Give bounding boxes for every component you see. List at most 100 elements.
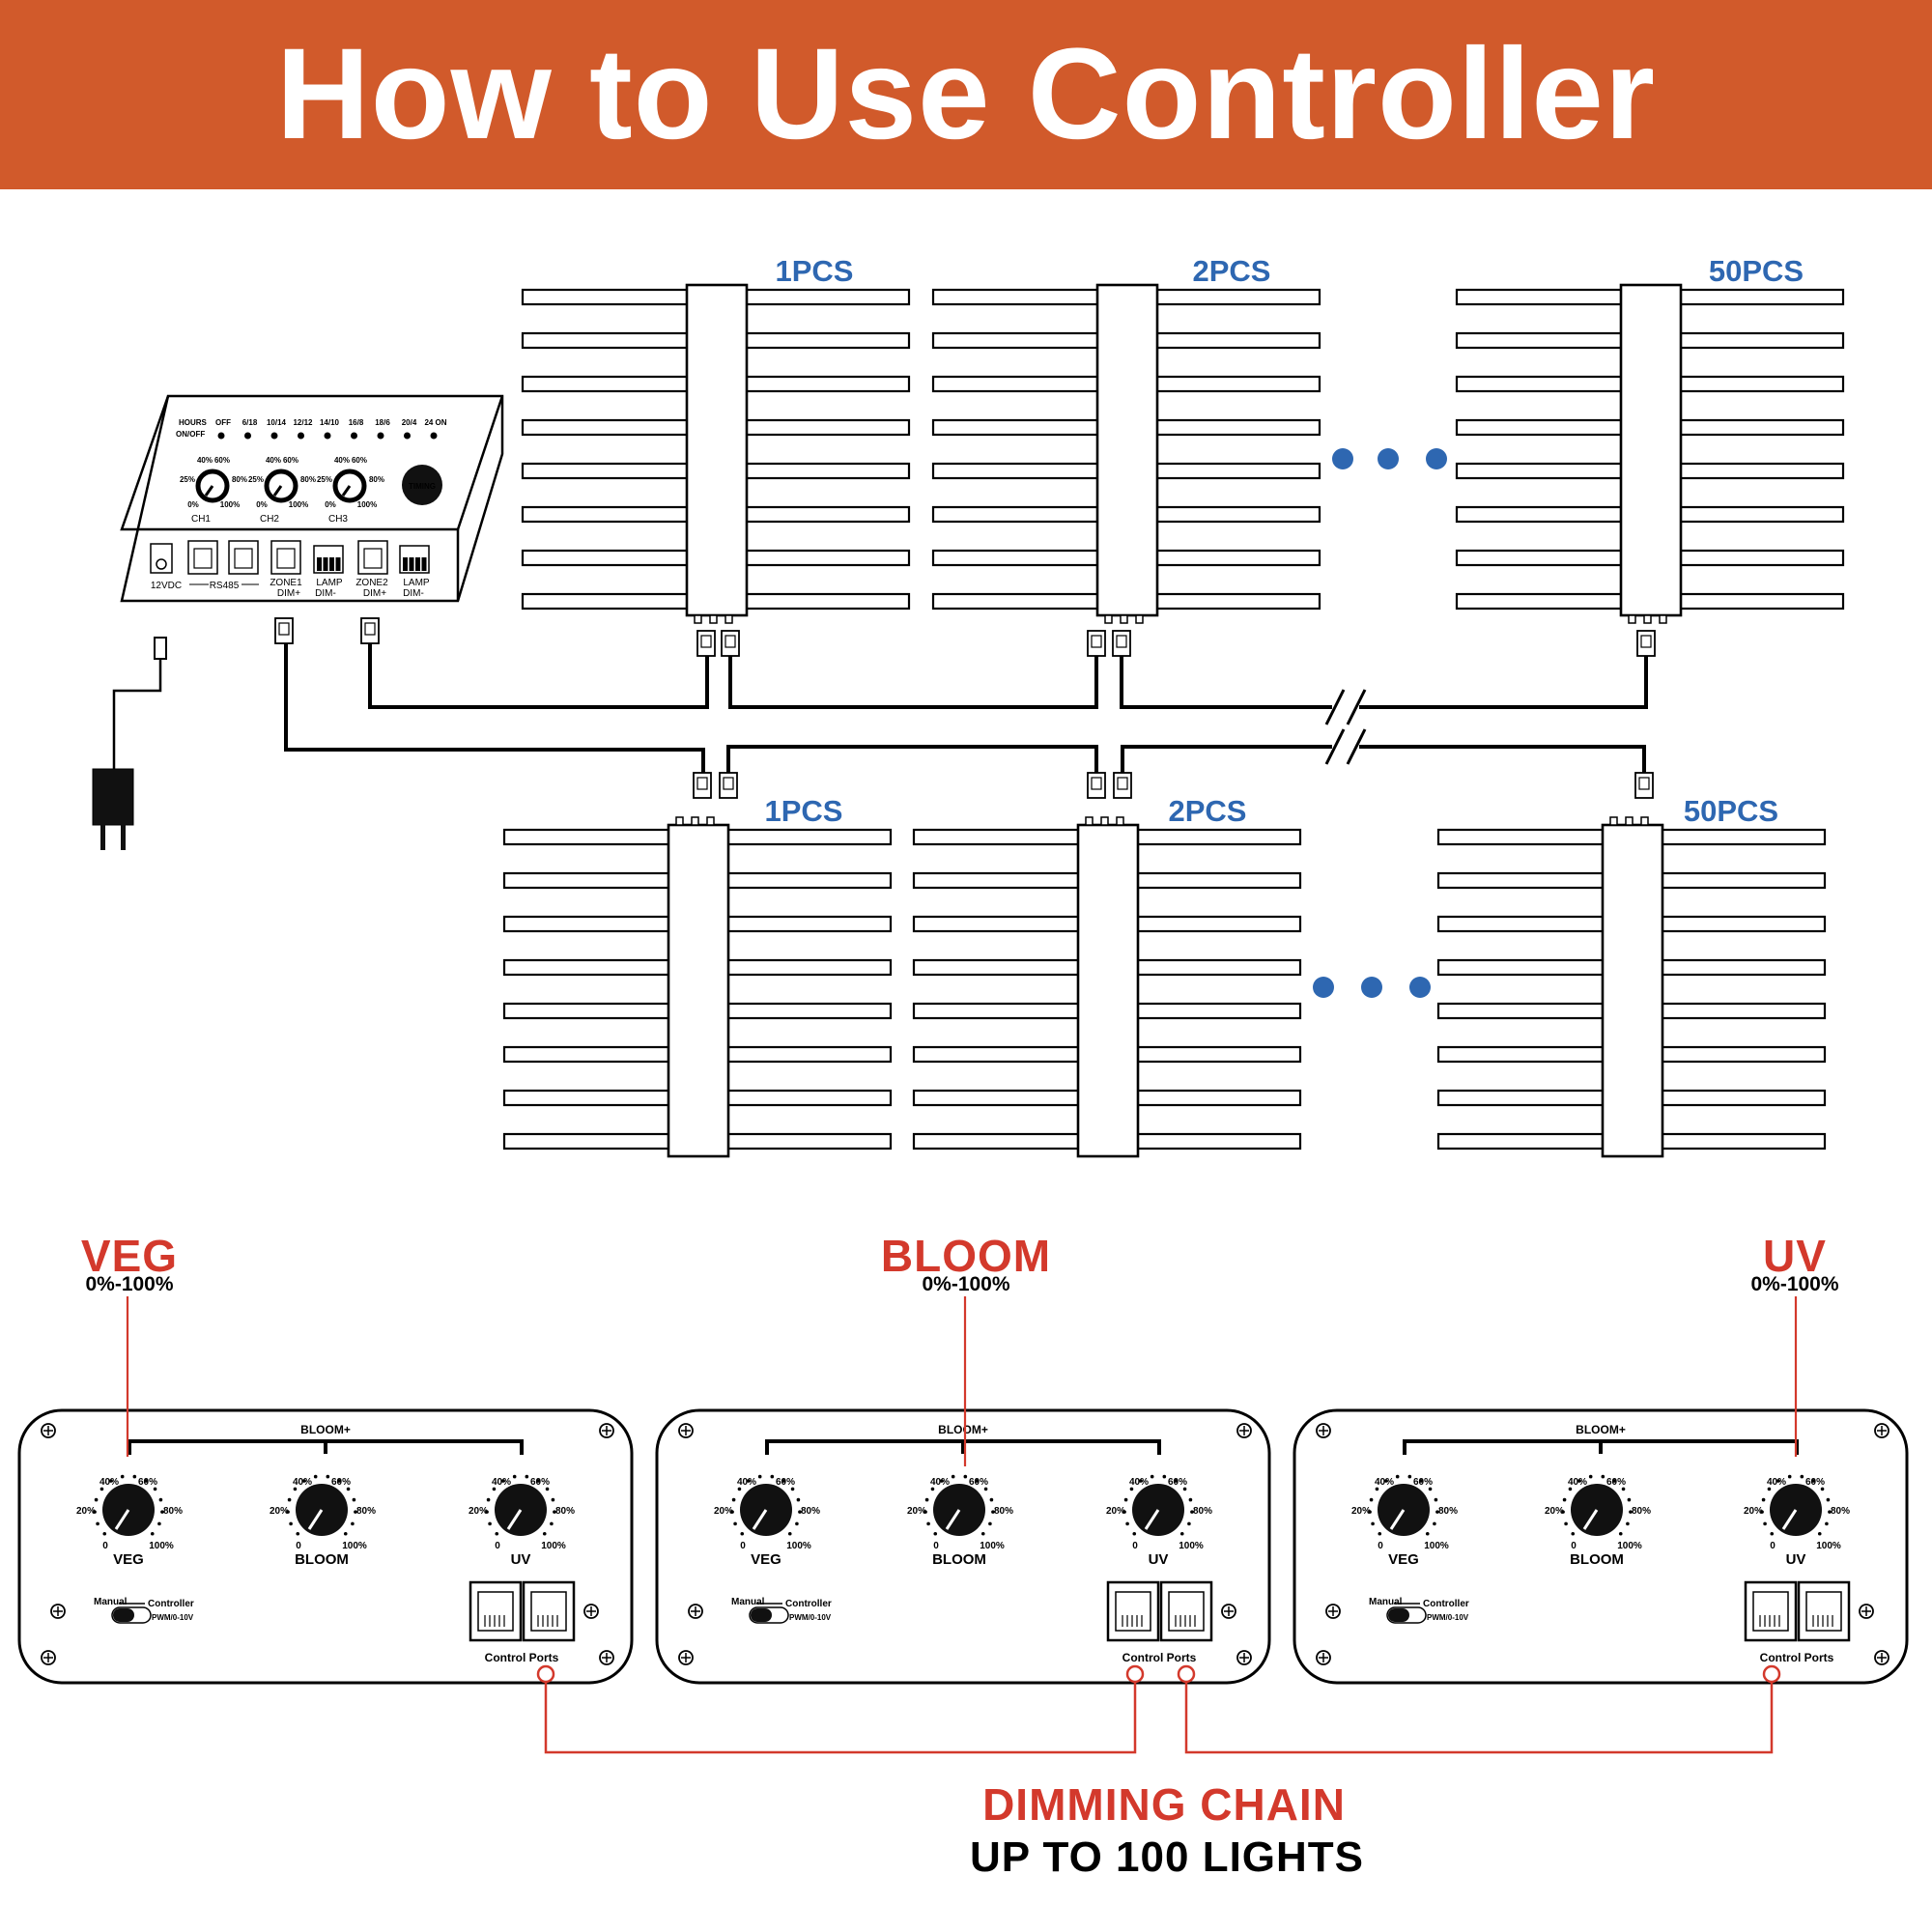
daisy-cable (728, 656, 1098, 709)
scale-dot (1434, 1497, 1438, 1502)
adapter-prong (121, 823, 126, 850)
plug-window (696, 777, 708, 790)
ellipsis-dot (1409, 977, 1431, 998)
terminal (1116, 816, 1124, 826)
light-bar (502, 1002, 673, 1020)
dial-pointer (204, 485, 214, 497)
light-bar (1151, 549, 1321, 567)
scale-dot (1787, 1474, 1792, 1479)
light-bar (502, 871, 673, 890)
knob-label: VEG (751, 1551, 781, 1568)
plug-body (696, 630, 716, 657)
scale-label: 0 (1132, 1541, 1138, 1551)
scale-dot (313, 1474, 318, 1479)
grow-light (912, 823, 1302, 1158)
scale-dot (1179, 1531, 1184, 1536)
knob-label: VEG (113, 1551, 144, 1568)
scale-dot (770, 1474, 775, 1479)
light-bar (1675, 375, 1845, 393)
schedule-label: 18/6 (375, 418, 390, 427)
plug-body (1634, 772, 1654, 799)
terminal (1643, 614, 1652, 624)
channel-range: 0%-100% (1750, 1273, 1838, 1295)
knob-pointer (1781, 1509, 1798, 1530)
scale-dot (1629, 1510, 1633, 1514)
scale-dot (980, 1531, 985, 1536)
schedule-led (298, 432, 304, 440)
channel-title: VEG (81, 1231, 178, 1281)
scale-dot (1561, 1510, 1565, 1514)
dial-mark: 40% (197, 456, 213, 465)
scale-label: 0 (1571, 1541, 1577, 1551)
scale-dot (1601, 1474, 1605, 1479)
rj-plug (1087, 772, 1106, 799)
light-bar (1132, 915, 1302, 933)
dial-mark: 80% (300, 475, 316, 484)
scale-dot (289, 1521, 293, 1526)
light-bar (723, 915, 893, 933)
scale-dot (1419, 1479, 1423, 1483)
scale-dot (991, 1510, 995, 1514)
dial-mark: 80% (232, 475, 247, 484)
light-bar (1132, 871, 1302, 890)
scale-label: 60% (969, 1477, 988, 1488)
scale-dot (486, 1497, 491, 1502)
scale-dot (1627, 1497, 1632, 1502)
scale-dot (287, 1497, 292, 1502)
scale-dot (1129, 1487, 1134, 1492)
scale-label: 80% (163, 1506, 183, 1517)
light-bar (1151, 592, 1321, 611)
knob-label: BLOOM (1570, 1551, 1624, 1568)
scale-dot (951, 1474, 955, 1479)
schedule-label: OFF (215, 418, 231, 427)
chain-node (536, 1664, 555, 1684)
scale-dot (924, 1497, 929, 1502)
terminal (1659, 614, 1667, 624)
dc-plug (154, 637, 167, 660)
plug-window (1091, 635, 1102, 648)
scale-dot (153, 1487, 157, 1492)
scale-dot (99, 1487, 104, 1492)
driver-body (1076, 823, 1140, 1158)
scale-label: 60% (1413, 1477, 1433, 1488)
dc-jack-hole (156, 558, 167, 570)
terminal-pin (415, 557, 420, 571)
scale-dot (733, 1521, 737, 1526)
page-title: How to Use Controller (275, 22, 1657, 166)
scale-label: 20% (469, 1506, 488, 1517)
scale-label: 40% (930, 1477, 950, 1488)
bracket-label: BLOOM+ (1576, 1423, 1626, 1436)
scale-dot (1571, 1531, 1576, 1536)
port-socket (1115, 1591, 1151, 1632)
manual-label: Manual (731, 1597, 765, 1607)
plug-body (1112, 630, 1131, 657)
scale-dot (1188, 1497, 1193, 1502)
scale-dot (553, 1510, 556, 1514)
knob-label: VEG (1388, 1551, 1419, 1568)
scale-label: 100% (342, 1541, 367, 1551)
grow-lights (502, 283, 1845, 1158)
scale-label: 20% (907, 1506, 926, 1517)
light-bar (521, 592, 692, 611)
light-bar (1436, 1045, 1607, 1064)
chain-subtitle: UP TO 100 LIGHTS (970, 1833, 1364, 1881)
dim-plus-label: DIM+ (277, 588, 300, 599)
light-bar (1436, 915, 1607, 933)
ellipsis-dot (1332, 448, 1353, 469)
title-banner: How to Use Controller (0, 0, 1932, 189)
channel-range: 0%-100% (922, 1273, 1009, 1295)
scale-dot (1395, 1474, 1400, 1479)
light-bar (1675, 505, 1845, 524)
knob-pointer (945, 1509, 961, 1530)
light-bar (1151, 331, 1321, 350)
driver-panels: BLOOM+020%40%60%80%100%VEG020%40%60%80%1… (17, 1408, 1909, 1685)
scale-dot (1407, 1474, 1412, 1479)
light-bar (723, 871, 893, 890)
schedule-label: 24 ON (424, 418, 446, 427)
dial-mark: 0% (187, 500, 199, 509)
manual-label: Manual (1369, 1597, 1403, 1607)
scale-dot (525, 1474, 529, 1479)
qty-label-top: 2PCS (1193, 254, 1271, 288)
light-bar (1151, 375, 1321, 393)
channel-label: CH1 (191, 514, 211, 525)
